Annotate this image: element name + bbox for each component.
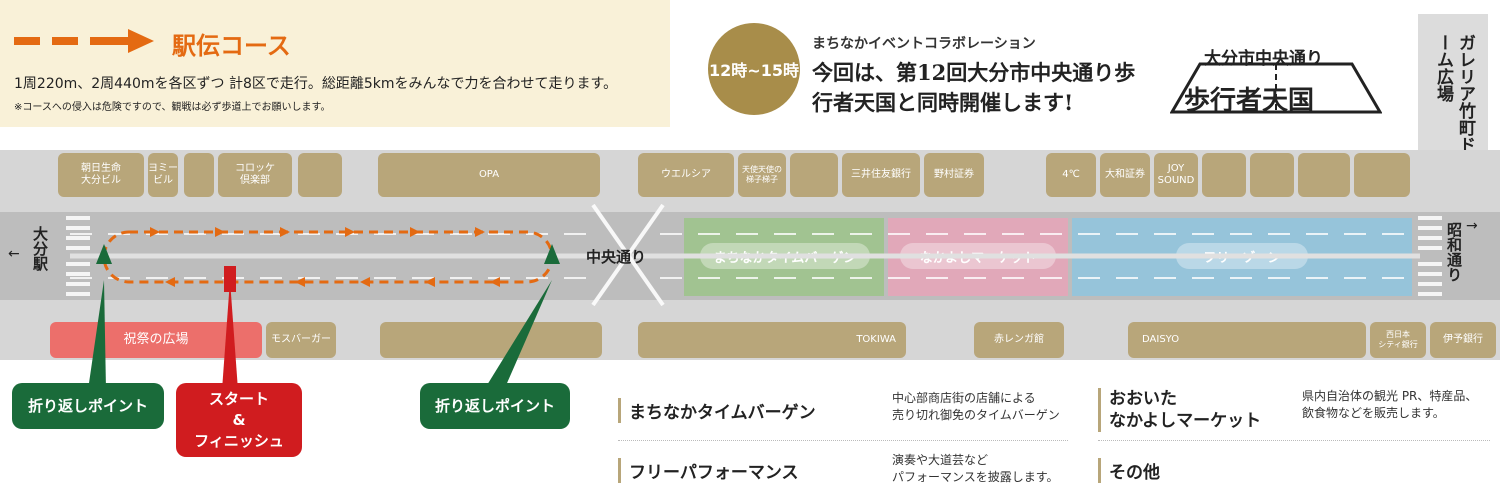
building-4c: 4℃ xyxy=(1046,153,1096,197)
building-nomura: 野村証券 xyxy=(924,153,984,197)
building-joysound: JOY SOUND xyxy=(1154,153,1198,197)
galleria-label: ガレリア竹町ドーム広場 xyxy=(1433,34,1475,153)
legend-divider-right xyxy=(1098,440,1490,441)
intersection-crosswalk xyxy=(591,203,665,307)
start-marker xyxy=(224,266,236,292)
crosswalk-right xyxy=(1418,216,1442,296)
building-korokke: コロッケ 倶楽部 xyxy=(218,153,292,197)
logo-top-text: 大分市中央通り xyxy=(1204,49,1323,69)
course-description: 1周220m、2周440mを各区ずつ 計8区で走行。総距離5kmをみんなで力を合… xyxy=(14,76,618,92)
building-blank-8 xyxy=(380,322,602,358)
building-daisyo: DAISYO xyxy=(1128,322,1366,358)
course-graphic xyxy=(66,216,1442,296)
legend-title-time-bargain: まちなかタイムバーゲン xyxy=(618,398,816,423)
logo-road-graphic xyxy=(1170,62,1382,114)
turn-point-left-callout: 折り返しポイント xyxy=(12,383,164,429)
building-nishinippon-city-bank: 西日本 シティ銀行 xyxy=(1370,322,1426,358)
left-road-label: 大分駅 xyxy=(31,226,49,271)
start-finish-callout: スタート & フィニッシュ xyxy=(176,383,302,457)
course-direction-arrows xyxy=(150,227,500,287)
building-yomii: ヨミー ビル xyxy=(148,153,178,197)
logo-bottom-text: 歩行者天国 xyxy=(1184,86,1315,116)
time-badge: 12時~15時 xyxy=(708,23,800,115)
course-info-box xyxy=(0,0,670,127)
callout-pointers xyxy=(88,280,552,390)
building-aka-renga: 赤レンガ館 xyxy=(974,322,1064,358)
legend-divider-left xyxy=(618,440,1068,441)
right-arrow-icon: → xyxy=(1466,218,1478,234)
legend-title-free-performance: フリーパフォーマンス xyxy=(618,458,799,483)
turn-point-right-callout: 折り返しポイント xyxy=(420,383,570,429)
building-tokiwa: TOKIWA xyxy=(638,322,906,358)
building-welcia: ウエルシア xyxy=(638,153,734,197)
pedestrian-paradise-logo: 大分市中央通り 歩行者天国 xyxy=(1170,44,1382,116)
legend-desc-time-bargain: 中心部商店街の店舗による 売り切れ御免のタイムバーゲン xyxy=(892,391,1060,422)
turn-marker-right xyxy=(544,244,560,264)
building-blank-4 xyxy=(1202,153,1246,197)
building-asahi: 朝日生命 大分ビル xyxy=(58,153,144,197)
building-mos-burger: モスバーガー xyxy=(266,322,336,358)
building-blank-6 xyxy=(1298,153,1350,197)
course-arrow-icon xyxy=(14,29,154,53)
legend-title-other: その他 xyxy=(1098,458,1160,483)
building-opa: OPA xyxy=(378,153,600,197)
building-iyo-bank: 伊予銀行 xyxy=(1430,322,1496,358)
left-arrow-icon: ← xyxy=(8,246,20,262)
legend-title-nakayoshi: おおいた なかよしマーケット xyxy=(1098,388,1261,432)
turn-marker-left xyxy=(96,244,112,264)
building-blank-2 xyxy=(298,153,342,197)
collab-headline: 今回は、第12回大分市中央通り歩行者天国と同時開催します! xyxy=(812,60,1136,115)
crosswalk-left xyxy=(66,216,90,296)
galleria-plaza: ガレリア竹町ドーム広場 xyxy=(1418,14,1488,154)
collab-subtitle: まちなかイベントコラボレーション xyxy=(812,36,1036,52)
right-road-label: 昭和通り xyxy=(1445,222,1463,282)
building-smbc: 三井住友銀行 xyxy=(842,153,920,197)
building-blank-3 xyxy=(790,153,838,197)
legend-desc-free-performance: 演奏や大道芸など パフォーマンスを披露します。 xyxy=(892,453,1059,484)
center-road-label: 中央通り xyxy=(586,248,647,266)
building-blank-7 xyxy=(1354,153,1410,197)
building-blank-5 xyxy=(1250,153,1294,197)
course-title: 駅伝コース xyxy=(172,32,291,60)
building-tenshi: 天使天使の 梯子梯子 xyxy=(738,153,786,197)
building-daiwa: 大和証券 xyxy=(1100,153,1150,197)
legend-desc-nakayoshi: 県内自治体の観光 PR、特産品、 飲食物などを販売します。 xyxy=(1302,389,1478,420)
building-blank-1 xyxy=(184,153,214,197)
course-note: ※コースへの侵入は危険ですので、観戦は必ず歩道上でお願いします。 xyxy=(14,102,331,113)
